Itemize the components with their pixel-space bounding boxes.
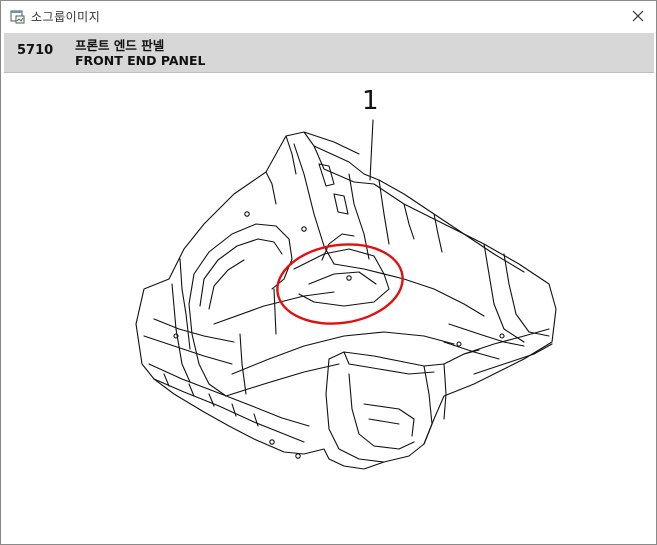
window-image-icon [10, 9, 25, 24]
part-name-korean: 프론트 엔드 판넬 [75, 38, 165, 53]
title-bar[interactable]: 소그룹이미지 [1, 1, 656, 31]
callout-leader-line [369, 119, 374, 181]
front-end-panel-drawing [135, 119, 557, 470]
highlight-circle [276, 243, 404, 325]
window-title: 소그룹이미지 [31, 10, 101, 24]
part-name-english: FRONT END PANEL [75, 53, 206, 68]
close-button[interactable] [620, 1, 656, 31]
callout-label-1: 1 [362, 86, 379, 116]
parts-diagram: 1 [4, 74, 654, 542]
part-number: 5710 [17, 43, 54, 58]
part-header: 5710 프론트 엔드 판넬 FRONT END PANEL [4, 33, 654, 73]
close-icon [632, 10, 644, 22]
